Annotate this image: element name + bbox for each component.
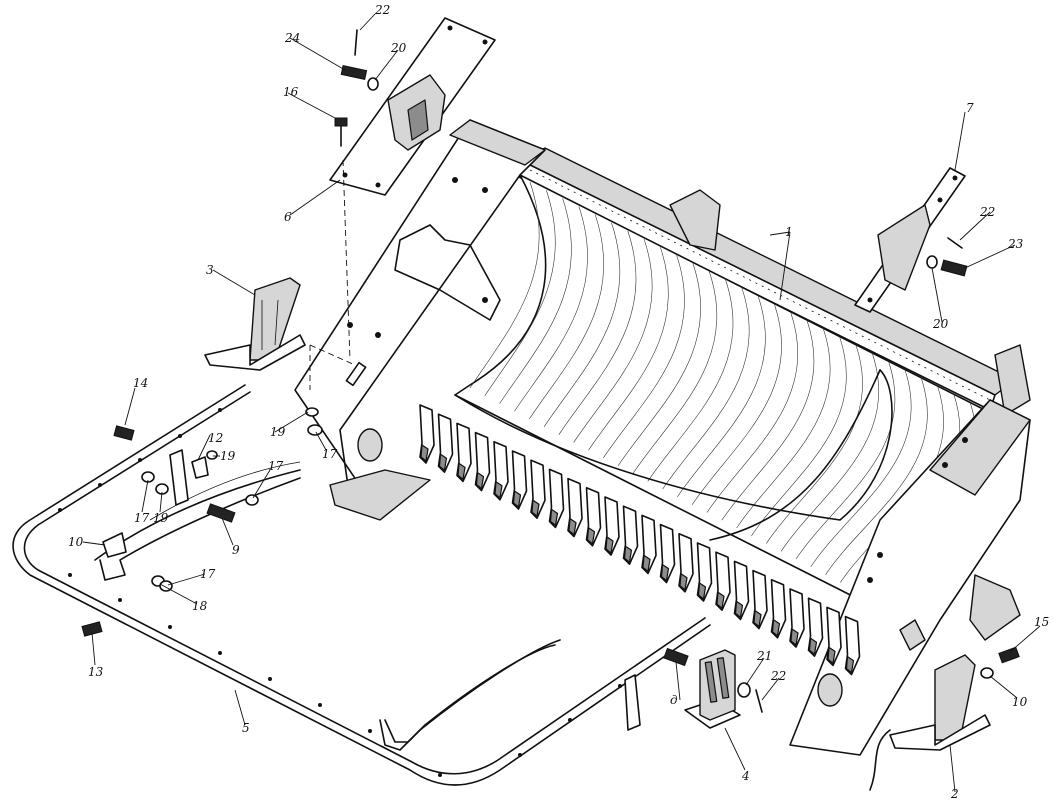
callout-19-c: 19 <box>153 511 169 525</box>
callout-15: 15 <box>1034 615 1049 629</box>
callout-7: 7 <box>966 101 974 115</box>
callout-12: 12 <box>208 431 223 445</box>
part-3-skid-shoe <box>204 277 306 371</box>
callout-19-a: 19 <box>270 425 286 439</box>
trough-hatching <box>469 181 977 599</box>
part-2-skid-shoe <box>869 654 991 791</box>
callout-14: 14 <box>133 376 148 390</box>
callout-2: 2 <box>950 787 959 801</box>
callout-d: д <box>670 693 678 707</box>
fasteners <box>81 29 1020 713</box>
callout-23: 23 <box>1007 237 1024 251</box>
callout-17-a: 17 <box>322 447 338 461</box>
callout-4: 4 <box>741 769 750 783</box>
callout-1: 1 <box>785 225 793 239</box>
callout-19-b: 19 <box>220 449 236 463</box>
frame-rivets <box>58 408 672 777</box>
callout-10-left: 10 <box>68 535 84 549</box>
callout-20-a: 20 <box>390 41 407 55</box>
callout-labels: 1 2 3 4 5 6 7 9 10 10 12 13 14 15 16 17 … <box>68 3 1049 801</box>
callout-17-c: 17 <box>134 511 150 525</box>
leader-lines <box>82 13 1041 793</box>
callout-24: 24 <box>284 31 300 45</box>
callout-5: 5 <box>242 721 250 735</box>
callout-22-a: 22 <box>374 3 390 17</box>
callout-9: 9 <box>232 543 240 557</box>
callout-20-b: 20 <box>932 317 949 331</box>
callout-10-right: 10 <box>1012 695 1028 709</box>
callout-22-c: 22 <box>770 669 786 683</box>
callout-17-b: 17 <box>268 459 284 473</box>
rail-rivets <box>529 169 991 401</box>
callout-13: 13 <box>88 665 104 679</box>
finger-teeth-row <box>419 404 861 676</box>
callout-6: 6 <box>284 210 292 224</box>
part-6-mount-plate <box>329 17 496 361</box>
left-side-wall <box>294 119 546 521</box>
part-4-bracket <box>684 649 741 729</box>
callout-22-b: 22 <box>979 205 995 219</box>
callout-18: 18 <box>192 599 208 613</box>
callout-3: 3 <box>206 263 214 277</box>
part-1-trough-housing <box>454 147 1031 611</box>
callout-21: 21 <box>756 649 772 663</box>
callout-17-d: 17 <box>200 567 216 581</box>
callout-16: 16 <box>283 85 299 99</box>
part-7-mount-plate <box>854 167 966 313</box>
